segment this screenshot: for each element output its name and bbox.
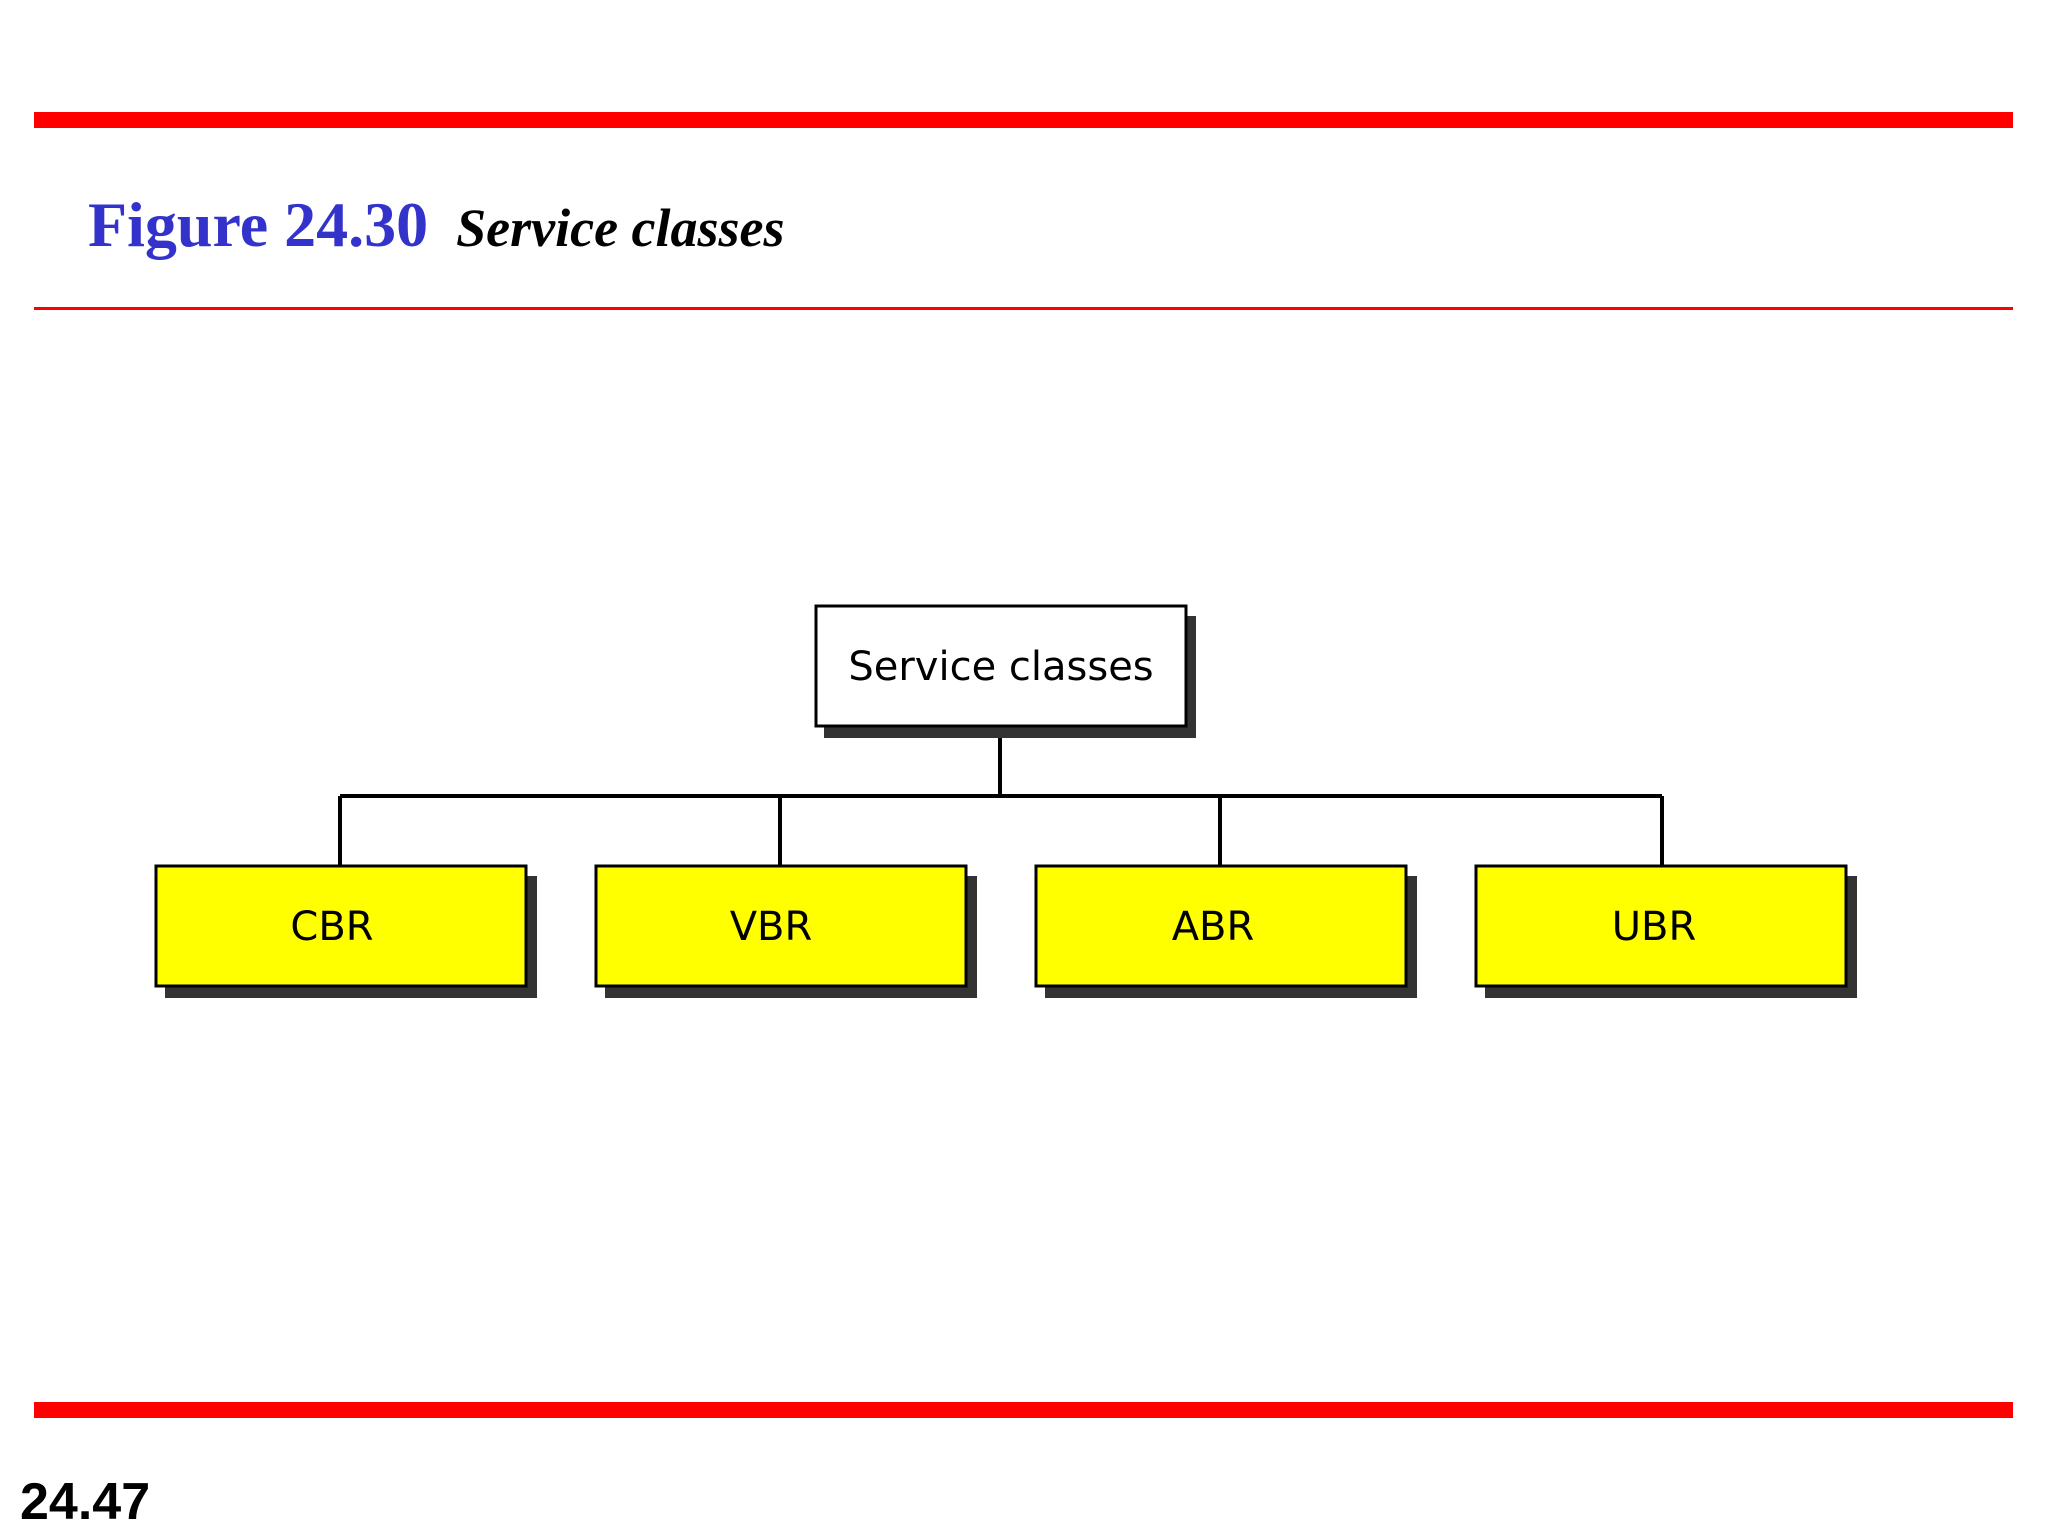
child-node-ubr: UBR	[1474, 864, 1857, 998]
root-node: Service classes	[814, 604, 1196, 738]
cbr-label: CBR	[290, 904, 373, 950]
ubr-box	[1474, 864, 1848, 988]
child-node-cbr: CBR	[154, 864, 537, 998]
child-node-abr: ABR	[1034, 864, 1417, 998]
ubr-label: UBR	[1612, 904, 1697, 950]
page-number: 24.47	[20, 1473, 151, 1531]
abr-label: ABR	[1172, 904, 1255, 950]
connector-lines	[338, 728, 1664, 866]
abr-box	[1034, 864, 1408, 988]
child-node-vbr: VBR	[594, 864, 977, 998]
vbr-box	[594, 864, 968, 988]
title-underline-rule	[34, 307, 2013, 310]
vbr-label: VBR	[730, 904, 813, 950]
root-box	[814, 604, 1188, 728]
root-label: Service classes	[848, 644, 1153, 690]
cbr-box	[154, 864, 528, 988]
bottom-red-rule	[34, 1402, 2013, 1418]
figure-caption: Service classes	[456, 198, 785, 258]
top-red-rule	[34, 112, 2013, 128]
figure-number: Figure 24.30	[88, 189, 429, 260]
figure-title: Figure 24.30 Service classes	[88, 188, 785, 262]
